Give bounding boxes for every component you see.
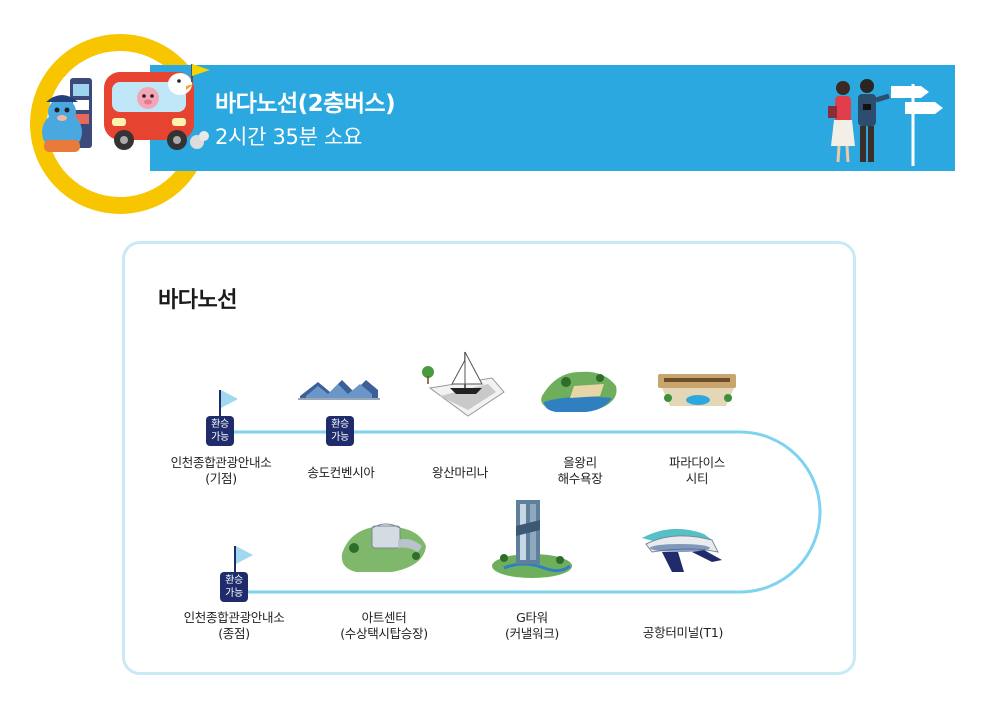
header-banner: 바다노선(2층버스) 2시간 35분 소요 [0, 0, 1000, 215]
art-center-icon [341, 523, 426, 572]
bus-mascot-illustration [42, 64, 210, 152]
stop-art-center: 아트센터(수상택시탑승장) [340, 610, 428, 641]
route-duration: 2시간 35분 소요 [215, 125, 363, 149]
stop-incheon-tourist-info-end: 인천종합관광안내소(종점) [183, 610, 285, 641]
stop-incheon-tourist-info-start: 인천종합관광안내소(기점) [170, 455, 272, 486]
tourists-signpost-illustration [828, 79, 943, 166]
wangsan-marina-icon [422, 351, 505, 417]
stop-g-tower: G타워(커낼워크) [505, 610, 559, 641]
route-card [122, 241, 856, 675]
stop-airport-terminal-t1: 공항터미널(T1) [642, 625, 724, 640]
stop-songdo-convensia: 송도컨벤시아 [307, 465, 375, 480]
start-flag-icon [219, 390, 238, 420]
airport-terminal-icon [642, 528, 722, 572]
g-tower-icon [492, 500, 572, 578]
paradise-city-icon [658, 374, 736, 406]
route-line [222, 430, 822, 594]
route-title: 바다노선(2층버스) [215, 91, 396, 117]
songdo-convensia-icon [298, 380, 380, 400]
end-flag-icon [234, 546, 253, 575]
stop-wangsan-marina: 왕산마리나 [431, 465, 489, 480]
card-title: 바다노선 [158, 288, 237, 313]
eurwangni-beach-icon [541, 371, 617, 412]
banner-bar [150, 65, 955, 171]
